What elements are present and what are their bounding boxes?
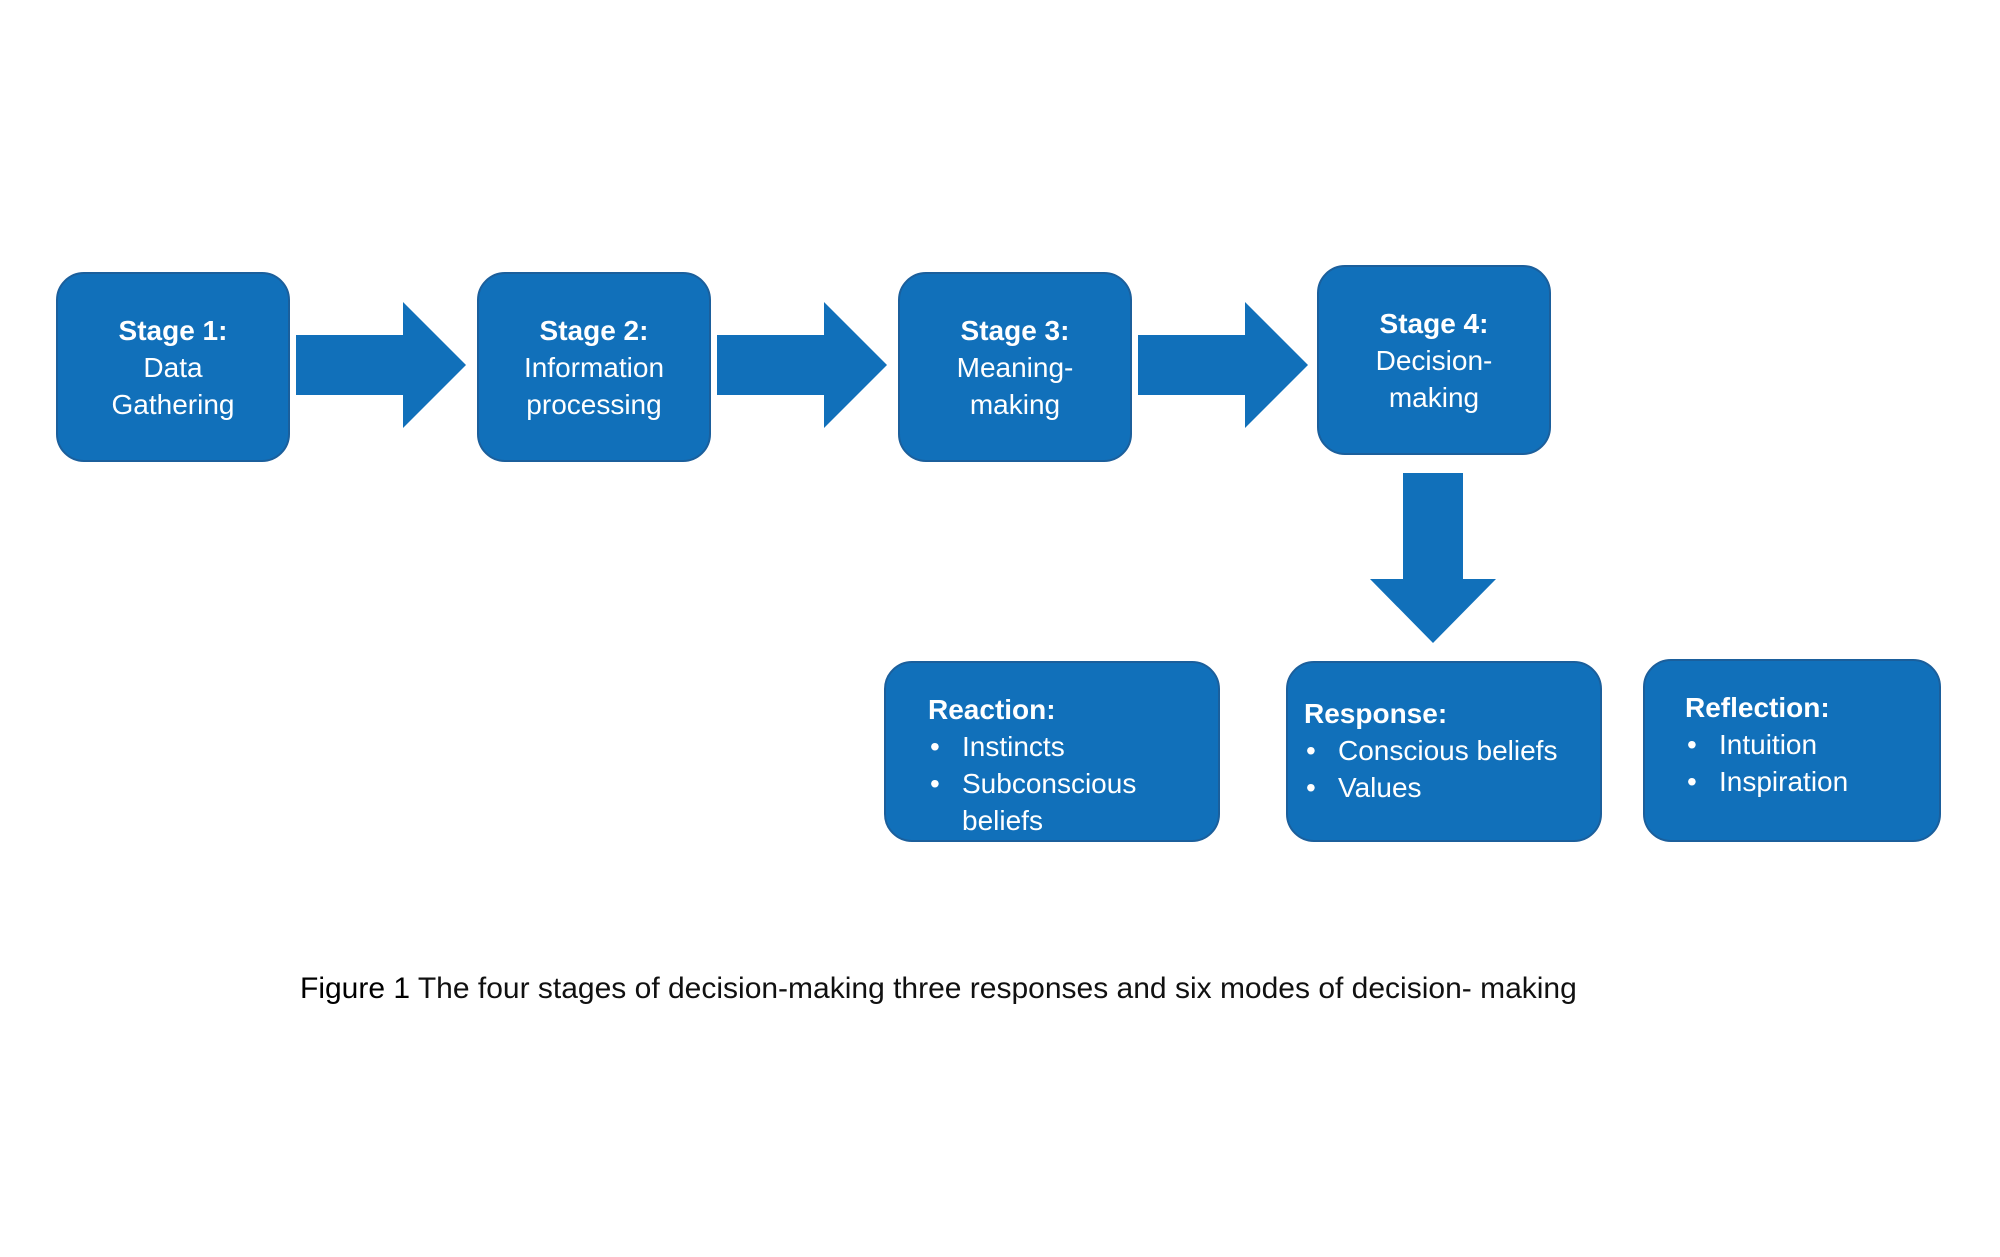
response-box: Response: Conscious beliefs Values xyxy=(1286,661,1602,842)
stage-1-line1: Data xyxy=(143,351,203,383)
stage-1-box: Stage 1: Data Gathering xyxy=(56,272,290,462)
stage-3-line2: making xyxy=(969,388,1061,420)
list-item: Conscious beliefs xyxy=(1304,732,1600,769)
list-item: Values xyxy=(1304,769,1600,806)
stage-2-title: Stage 2: xyxy=(539,314,649,346)
reflection-box: Reflection: Intuition Inspiration xyxy=(1643,659,1941,842)
right-arrow-icon xyxy=(296,302,466,428)
reaction-list: Instincts Subconscious beliefs xyxy=(928,728,1218,839)
right-arrow-icon xyxy=(717,302,887,428)
stage-4-line2: making xyxy=(1388,381,1480,413)
reflection-list: Intuition Inspiration xyxy=(1685,726,1939,800)
list-item: Subconscious beliefs xyxy=(928,765,1172,839)
stage-4-line1: Decision- xyxy=(1375,344,1493,376)
figure-caption-text: The four stages of decision-making three… xyxy=(410,972,1577,1005)
right-arrow-icon xyxy=(1138,302,1308,428)
reaction-box: Reaction: Instincts Subconscious beliefs xyxy=(884,661,1220,842)
stage-2-line2: processing xyxy=(526,388,662,420)
stage-3-title: Stage 3: xyxy=(960,314,1070,346)
stage-1-line2: Gathering xyxy=(111,388,235,420)
stage-3-box: Stage 3: Meaning- making xyxy=(898,272,1132,462)
stage-2-box: Stage 2: Information processing xyxy=(477,272,711,462)
stage-2-line1: Information xyxy=(523,351,665,383)
figure-label: Figure 1 xyxy=(300,972,411,1005)
stage-4-title: Stage 4: xyxy=(1379,307,1489,339)
figure-caption: Figure 1 The four stages of decision-mak… xyxy=(300,972,1577,1006)
down-arrow-icon xyxy=(1370,473,1496,643)
stage-1-title: Stage 1: xyxy=(118,314,228,346)
response-list: Conscious beliefs Values xyxy=(1304,732,1600,806)
stage-4-box: Stage 4: Decision- making xyxy=(1317,265,1551,455)
reflection-title: Reflection: xyxy=(1685,692,1830,723)
reaction-title: Reaction: xyxy=(928,694,1056,725)
list-item: Instincts xyxy=(928,728,1218,765)
list-item: Intuition xyxy=(1685,726,1939,763)
response-title: Response: xyxy=(1304,698,1448,729)
list-item: Inspiration xyxy=(1685,763,1939,800)
stage-3-line1: Meaning- xyxy=(956,351,1074,383)
